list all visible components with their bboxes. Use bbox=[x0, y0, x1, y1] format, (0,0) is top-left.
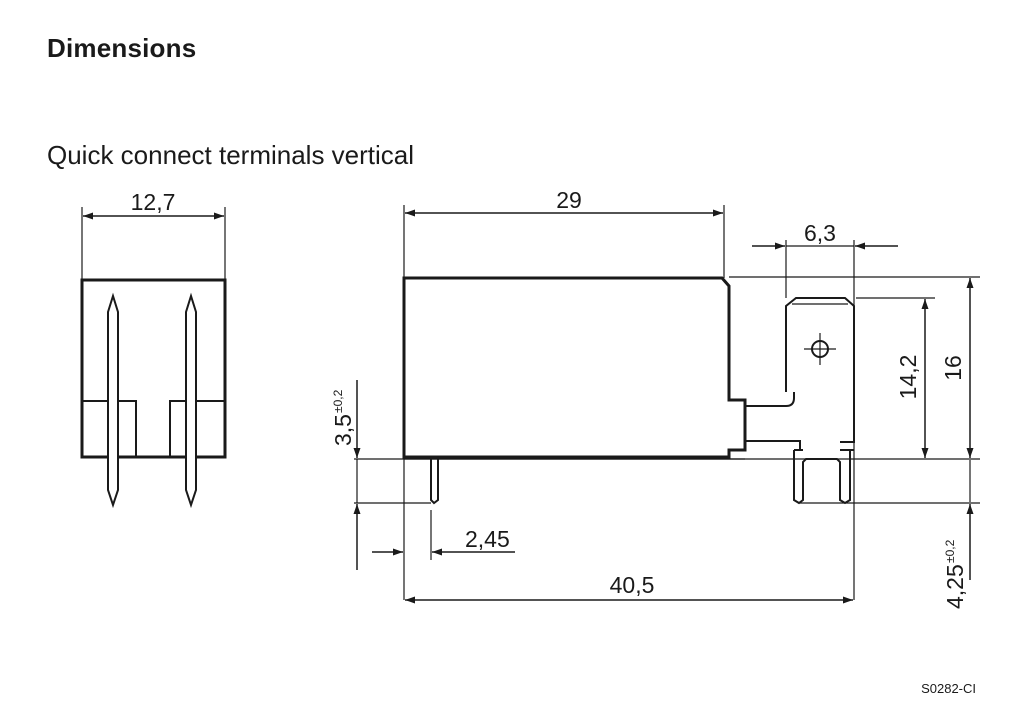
dim-label-terminal-length: 4,25 bbox=[942, 564, 968, 609]
dim-label-overall-length: 40,5 bbox=[610, 572, 655, 598]
front-view bbox=[353, 205, 980, 604]
dim-label-body-length: 29 bbox=[556, 187, 582, 213]
side-view bbox=[80, 207, 227, 509]
dim-label-terminal-length-tolerance: ±0,2 bbox=[943, 539, 957, 563]
quick-connect-terminal bbox=[785, 297, 855, 443]
dim-label-pin-offset: 2,45 bbox=[465, 526, 510, 552]
dim-label-pin-length-group: 3,5 ±0,2 bbox=[330, 389, 356, 446]
side-view-pin-right bbox=[185, 292, 197, 509]
dim-label-terminal-width: 6,3 bbox=[804, 220, 836, 246]
dim-label-overall-height: 16 bbox=[940, 355, 966, 381]
dim-label-terminal-height: 14,2 bbox=[895, 355, 921, 400]
relay-body bbox=[402, 276, 747, 459]
reference-code: S0282-CI bbox=[921, 681, 976, 696]
dim-label-pin-length: 3,5 bbox=[330, 414, 356, 446]
side-view-right-step bbox=[169, 400, 226, 458]
side-view-housing bbox=[80, 278, 227, 459]
dim-label-terminal-length-group: 4,25 ±0,2 bbox=[942, 539, 968, 609]
pcb-pin bbox=[430, 459, 439, 505]
terminal-leg-left bbox=[793, 449, 854, 505]
dim-label-pin-length-tolerance: ±0,2 bbox=[331, 389, 345, 413]
dim-label-side-width: 12,7 bbox=[131, 189, 176, 215]
side-view-pin-left bbox=[107, 292, 119, 509]
drawing-subheading: Quick connect terminals vertical bbox=[47, 140, 415, 170]
section-heading: Dimensions bbox=[47, 33, 197, 63]
